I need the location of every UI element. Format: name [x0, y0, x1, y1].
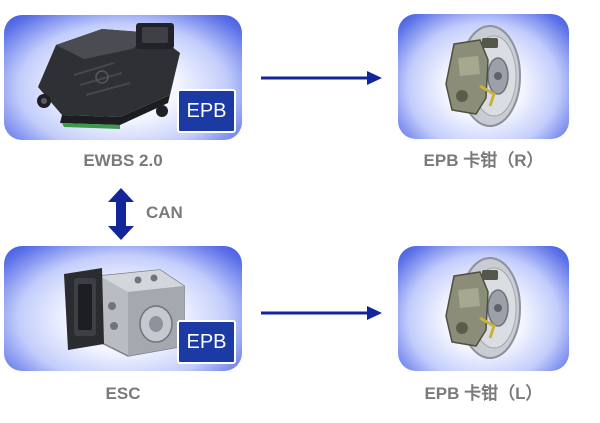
esc-unit-image — [64, 268, 185, 357]
caliper-right-tile — [398, 14, 569, 139]
signal-arrow-bottom — [261, 306, 382, 320]
ewbs-controller-image — [37, 23, 180, 129]
esc-module-tile: EPB — [4, 246, 242, 371]
signal-arrow-top — [261, 71, 382, 85]
caliper-left-caption: EPB 卡钳（L） — [424, 384, 543, 403]
brake-caliper-left-image — [445, 257, 521, 359]
esc-epb-badge: EPB — [177, 320, 236, 364]
caliper-right-caption: EPB 卡钳（R） — [423, 151, 544, 170]
brake-caliper-right-image — [445, 25, 521, 127]
ewbs-epb-badge: EPB — [177, 89, 236, 133]
ewbs-caption: EWBS 2.0 — [83, 151, 163, 170]
can-bus-label: CAN — [146, 203, 183, 222]
caliper-left-tile — [398, 246, 569, 371]
can-bus-double-arrow — [108, 188, 134, 240]
esc-caption: ESC — [105, 384, 141, 403]
ewbs-module-tile: EPB — [4, 15, 242, 140]
